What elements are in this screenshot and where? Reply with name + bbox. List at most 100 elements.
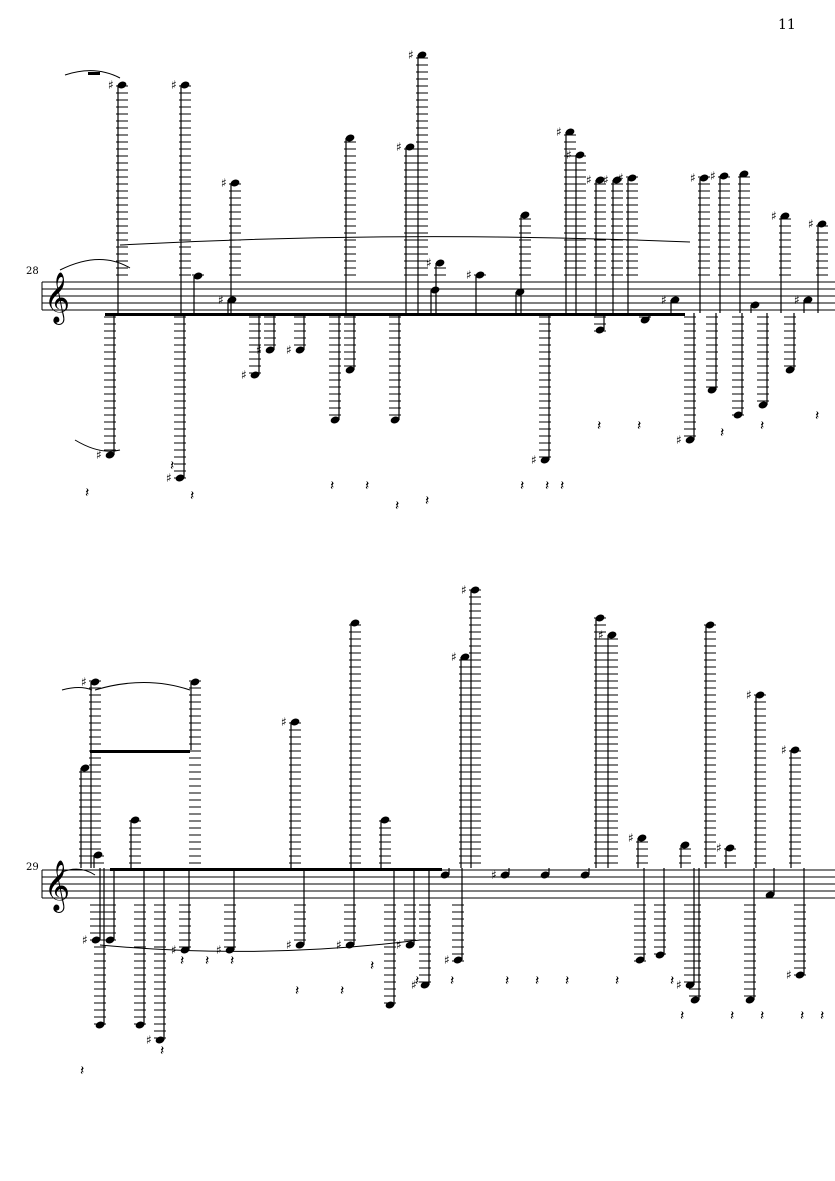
sharp-accidental: ♯ xyxy=(661,293,667,307)
sharp-accidental: ♯ xyxy=(491,868,497,882)
rest: 𝄽 xyxy=(760,418,764,434)
sharp-accidental: ♯ xyxy=(411,978,417,992)
notehead xyxy=(627,174,637,182)
notehead xyxy=(390,416,400,424)
rest: 𝄽 xyxy=(820,1008,824,1024)
rest: 𝄽 xyxy=(730,1008,734,1024)
sharp-accidental: ♯ xyxy=(603,173,609,187)
rest: 𝄽 xyxy=(180,953,184,969)
notehead xyxy=(595,176,605,184)
sharp-accidental: ♯ xyxy=(216,943,222,957)
notehead xyxy=(225,946,235,954)
beam xyxy=(110,868,442,871)
notehead xyxy=(193,272,203,280)
notehead xyxy=(595,614,605,622)
notehead xyxy=(95,1021,105,1029)
notehead xyxy=(540,456,550,464)
sharp-accidental: ♯ xyxy=(286,343,292,357)
sharp-accidental: ♯ xyxy=(108,78,114,92)
notehead xyxy=(725,844,735,852)
sharp-accidental: ♯ xyxy=(81,675,87,689)
slur xyxy=(74,439,121,452)
notehead xyxy=(93,851,103,859)
sharp-accidental: ♯ xyxy=(781,743,787,757)
rest: 𝄽 xyxy=(760,1008,764,1024)
notehead xyxy=(475,271,485,279)
rest: 𝄽 xyxy=(505,973,509,989)
notehead xyxy=(680,841,690,849)
notehead xyxy=(440,871,450,879)
treble-clef: 𝄞 xyxy=(44,272,70,325)
page-number: 11 xyxy=(778,17,796,33)
notehead xyxy=(635,956,645,964)
notehead xyxy=(705,621,715,629)
notehead xyxy=(699,174,709,182)
notehead xyxy=(90,678,100,686)
notehead xyxy=(670,296,680,304)
rest: 𝄽 xyxy=(565,973,569,989)
notehead xyxy=(405,941,415,949)
sharp-accidental: ♯ xyxy=(676,978,682,992)
sharp-accidental: ♯ xyxy=(286,938,292,952)
notehead xyxy=(745,996,755,1004)
notehead xyxy=(135,1021,145,1029)
sharp-accidental: ♯ xyxy=(408,48,414,62)
rest: 𝄽 xyxy=(365,478,369,494)
notehead xyxy=(780,212,790,220)
notehead xyxy=(540,871,550,879)
rest: 𝄽 xyxy=(670,973,674,989)
notehead xyxy=(640,316,650,324)
notehead xyxy=(685,981,695,989)
rest: 𝄽 xyxy=(80,1063,84,1079)
rest: 𝄽 xyxy=(330,478,334,494)
sharp-accidental: ♯ xyxy=(690,171,696,185)
notehead xyxy=(227,296,237,304)
sharp-accidental: ♯ xyxy=(221,176,227,190)
notehead xyxy=(345,366,355,374)
rest: 𝄽 xyxy=(160,1043,164,1059)
notehead xyxy=(350,619,360,627)
notehead xyxy=(175,474,185,482)
sharp-accidental: ♯ xyxy=(444,953,450,967)
rest: 𝄽 xyxy=(340,983,344,999)
tie xyxy=(61,687,93,691)
rest: 𝄽 xyxy=(520,478,524,494)
sharp-accidental: ♯ xyxy=(451,650,457,664)
sharp-accidental: ♯ xyxy=(556,125,562,139)
notehead xyxy=(685,436,695,444)
notehead xyxy=(758,401,768,409)
notehead xyxy=(180,946,190,954)
sharp-accidental: ♯ xyxy=(794,293,800,307)
notehead xyxy=(330,416,340,424)
tie xyxy=(64,70,121,79)
notehead xyxy=(765,891,775,899)
sharp-accidental: ♯ xyxy=(256,343,262,357)
slur xyxy=(99,939,421,952)
measure-number: 28 xyxy=(26,266,39,277)
sharp-accidental: ♯ xyxy=(771,209,777,223)
notehead xyxy=(719,172,729,180)
rest: 𝄽 xyxy=(425,493,429,509)
sharp-accidental: ♯ xyxy=(676,433,682,447)
beam xyxy=(105,313,685,316)
whole-rest xyxy=(88,72,100,75)
sharp-accidental: ♯ xyxy=(396,938,402,952)
rest: 𝄽 xyxy=(560,478,564,494)
notehead xyxy=(607,631,617,639)
rest: 𝄽 xyxy=(190,488,194,504)
sharp-accidental: ♯ xyxy=(166,471,172,485)
rest: 𝄽 xyxy=(450,973,454,989)
notehead xyxy=(470,586,480,594)
notehead xyxy=(803,296,813,304)
sharp-accidental: ♯ xyxy=(171,78,177,92)
sharp-accidental: ♯ xyxy=(82,933,88,947)
notehead xyxy=(733,411,743,419)
rest: 𝄽 xyxy=(545,478,549,494)
rest: 𝄽 xyxy=(295,983,299,999)
notehead xyxy=(795,971,805,979)
notehead xyxy=(295,346,305,354)
rest: 𝄽 xyxy=(370,958,374,974)
notehead xyxy=(595,326,605,334)
sharp-accidental: ♯ xyxy=(628,831,634,845)
